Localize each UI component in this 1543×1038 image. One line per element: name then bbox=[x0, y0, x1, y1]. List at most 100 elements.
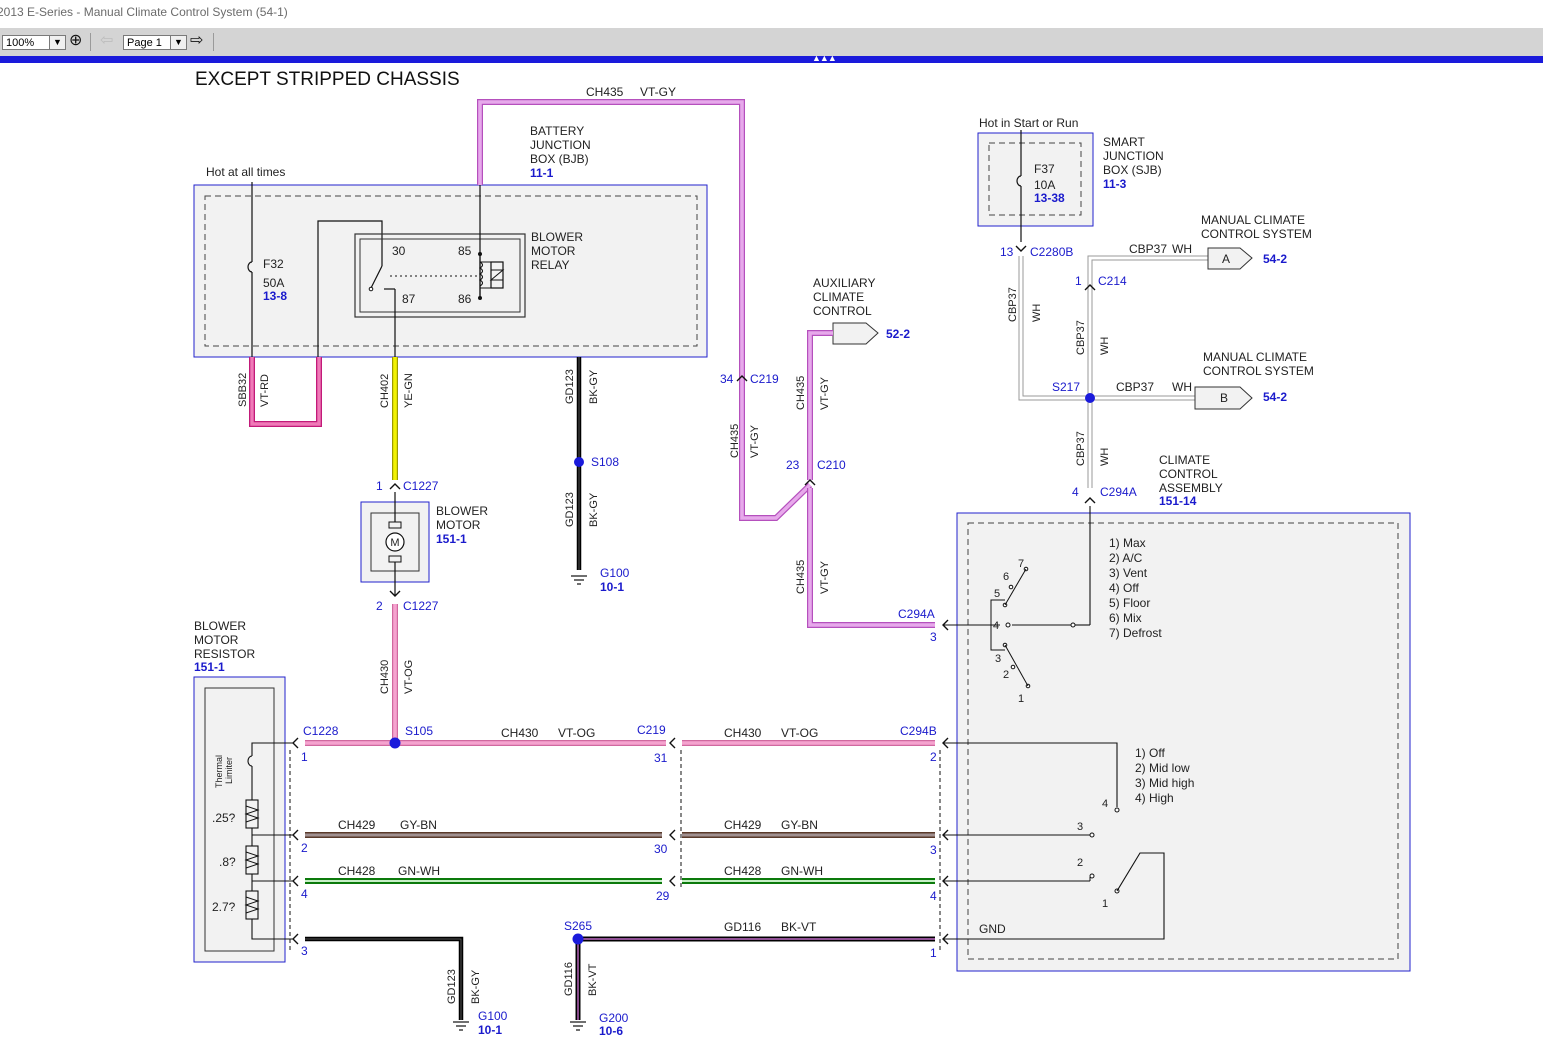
c210-label[interactable]: C210 bbox=[817, 458, 846, 472]
splice-s105 bbox=[389, 737, 401, 749]
c219-label-inline[interactable]: C219 bbox=[637, 723, 666, 737]
wire-ch435: CH435 VT-GY 34 C219 CH435 VT-GY bbox=[477, 85, 813, 521]
c2280b-label[interactable]: C2280B bbox=[1030, 245, 1073, 259]
mode-pin-4: 4 bbox=[993, 620, 999, 632]
c1228-pin-4: 4 bbox=[301, 887, 308, 901]
wire-cbp37-color-1: WH bbox=[1031, 304, 1043, 322]
fuse-f37-ref[interactable]: 13-38 bbox=[1034, 191, 1065, 205]
resistor-label-3: RESISTOR bbox=[194, 647, 255, 661]
splice-s217-label[interactable]: S217 bbox=[1052, 380, 1080, 394]
manual-climate-control-system-a: MANUAL CLIMATE CONTROL SYSTEM A 54-2 bbox=[1201, 213, 1312, 270]
wire-gd123-color-3: BK-GY bbox=[470, 969, 482, 1004]
speed-pin-4: 4 bbox=[1102, 798, 1108, 810]
chevron-down-icon[interactable]: ▼ bbox=[170, 36, 186, 49]
c219-label-top[interactable]: C219 bbox=[750, 372, 779, 386]
c219-pin-30: 30 bbox=[654, 842, 668, 856]
relay-pin-86: 86 bbox=[458, 292, 472, 306]
mccs-b-letter: B bbox=[1220, 391, 1228, 405]
mccs-a-label-2: CONTROL SYSTEM bbox=[1201, 227, 1312, 241]
page-select[interactable]: Page 1 ▼ bbox=[123, 35, 187, 50]
aux-label-3: CONTROL bbox=[813, 304, 872, 318]
zoom-value: 100% bbox=[6, 37, 35, 49]
ground-g100-lower-label[interactable]: G100 bbox=[478, 1009, 508, 1023]
c294b-pin-3: 3 bbox=[930, 843, 937, 857]
blower-motor-label-1: BLOWER bbox=[436, 504, 488, 518]
mccs-b-label-1: MANUAL CLIMATE bbox=[1203, 350, 1307, 364]
cca-ref[interactable]: 151-14 bbox=[1159, 494, 1197, 508]
mccs-b-ref[interactable]: 54-2 bbox=[1263, 390, 1287, 404]
wire-ch430-code-h1: CH430 bbox=[501, 726, 539, 740]
blower-motor-ref[interactable]: 151-1 bbox=[436, 532, 467, 546]
next-page-icon[interactable]: ⇨ bbox=[190, 32, 204, 49]
c294a-pin-4: 4 bbox=[1072, 485, 1079, 499]
c294b-pin-2: 2 bbox=[930, 750, 937, 764]
bjb-ref[interactable]: 11-1 bbox=[530, 166, 554, 180]
ground-g100-upper-label[interactable]: G100 bbox=[600, 566, 630, 580]
mccs-a-ref[interactable]: 54-2 bbox=[1263, 252, 1287, 266]
ground-g200-label[interactable]: G200 bbox=[599, 1011, 629, 1025]
auxiliary-climate-control: AUXILIARY CLIMATE CONTROL 52-2 CH435 VT-… bbox=[786, 276, 937, 644]
c1228-label[interactable]: C1228 bbox=[303, 724, 339, 738]
splice-s265 bbox=[572, 933, 584, 945]
previous-page-icon[interactable]: ⇦ bbox=[100, 32, 114, 49]
wire-ch430-horizontal: S105 CH430 VT-OG CH430 VT-OG bbox=[305, 724, 935, 749]
splice-s105-label[interactable]: S105 bbox=[405, 724, 433, 738]
c219-pin-29: 29 bbox=[656, 889, 670, 903]
mccs-b-connector-icon[interactable] bbox=[1194, 386, 1253, 410]
wire-cbp37-code-a: CBP37 bbox=[1129, 242, 1167, 256]
speed-list-1: 1) Off bbox=[1135, 746, 1165, 760]
fuse-f32-label: F32 bbox=[263, 257, 284, 271]
speed-list-4: 4) High bbox=[1135, 791, 1174, 805]
zoom-select[interactable]: 100% ▼ bbox=[2, 35, 66, 50]
wire-cbp37-color-3: WH bbox=[1099, 448, 1111, 466]
fuse-f32-ref[interactable]: 13-8 bbox=[263, 289, 287, 303]
mode-list-3: 3) Vent bbox=[1109, 566, 1148, 580]
toolbar-divider bbox=[90, 33, 91, 51]
resistor-value-2: .8? bbox=[219, 855, 236, 869]
ground-g100-lower-ref[interactable]: 10-1 bbox=[478, 1023, 502, 1037]
ground-g100-upper-ref[interactable]: 10-1 bbox=[600, 580, 624, 594]
resistor-ref[interactable]: 151-1 bbox=[194, 660, 225, 674]
wire-gd123-code-3: GD123 bbox=[446, 969, 458, 1004]
wire-ch435-lower-code: CH435 bbox=[795, 560, 807, 594]
relay-pin-30: 30 bbox=[392, 244, 406, 258]
c214-label[interactable]: C214 bbox=[1098, 274, 1127, 288]
mode-pin-7: 7 bbox=[1018, 558, 1024, 570]
chevron-down-icon[interactable]: ▼ bbox=[49, 36, 65, 49]
mode-list-5: 5) Floor bbox=[1109, 596, 1150, 610]
ground-g200-ref[interactable]: 10-6 bbox=[599, 1024, 623, 1038]
splice-s265-label[interactable]: S265 bbox=[564, 919, 592, 933]
wire-ch429-color-h1: GY-BN bbox=[400, 818, 437, 832]
wire-sbb32-code: SBB32 bbox=[237, 373, 249, 407]
mode-list-2: 2) A/C bbox=[1109, 551, 1143, 565]
relay-label-3: RELAY bbox=[531, 258, 569, 272]
sjb-ref[interactable]: 11-3 bbox=[1103, 177, 1127, 191]
c294b-label[interactable]: C294B bbox=[900, 724, 937, 738]
blower-motor: M BLOWER MOTOR 151-1 2 C1227 bbox=[360, 492, 488, 613]
bjb-hot-label: Hot at all times bbox=[206, 165, 285, 179]
wire-gd116-code-vert: GD116 bbox=[563, 962, 575, 996]
battery-junction-box: BATTERY JUNCTION BOX (BJB) 11-1 Hot at a… bbox=[193, 124, 708, 360]
c294a-label-top[interactable]: C294A bbox=[1100, 485, 1137, 499]
c1227-label-top[interactable]: C1227 bbox=[403, 479, 439, 493]
splice-s108-label[interactable]: S108 bbox=[591, 455, 619, 469]
splice-s217 bbox=[1085, 393, 1095, 403]
wire-ch428-color-h2: GN-WH bbox=[781, 864, 823, 878]
blower-motor-relay: BLOWER MOTOR RELAY 30 85 87 86 bbox=[354, 230, 583, 360]
c294a-label-left[interactable]: C294A bbox=[898, 607, 935, 621]
speed-switch-icon bbox=[943, 852, 1165, 940]
aux-ref[interactable]: 52-2 bbox=[886, 327, 910, 341]
c1227-label-bottom[interactable]: C1227 bbox=[403, 599, 439, 613]
aux-connector-icon[interactable] bbox=[832, 322, 879, 345]
wire-ch435-code-top: CH435 bbox=[586, 85, 624, 99]
wire-cbp37-code-b: CBP37 bbox=[1116, 380, 1154, 394]
connector-c294b: C294B 2 3 4 1 bbox=[900, 724, 949, 960]
mccs-a-connector-icon[interactable] bbox=[1207, 247, 1253, 270]
mode-list-7: 7) Defrost bbox=[1109, 626, 1162, 640]
wire-cbp37-code-1: CBP37 bbox=[1007, 287, 1019, 322]
zoom-in-icon[interactable]: ⊕ bbox=[69, 32, 83, 49]
c219-pin-31: 31 bbox=[654, 751, 668, 765]
c294a-pin-3: 3 bbox=[930, 630, 937, 644]
drag-handle-icon[interactable]: ▲▲▲ bbox=[812, 53, 837, 63]
wire-ch402-code: CH402 bbox=[379, 374, 391, 408]
